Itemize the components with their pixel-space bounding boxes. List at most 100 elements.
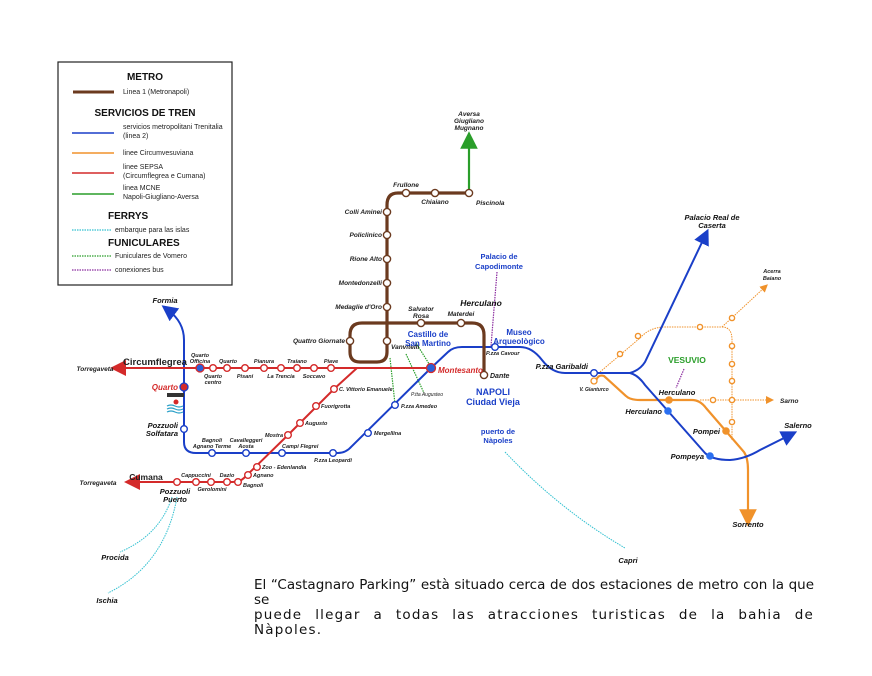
beach-icon bbox=[166, 393, 184, 414]
label-dazio: Dazio bbox=[220, 473, 235, 479]
label-colli-aminei: Colli Aminei bbox=[345, 209, 383, 216]
legend-funicular-item: Funiculares de Vomero bbox=[115, 253, 187, 260]
legend-bus-item: conexiones bus bbox=[115, 267, 164, 274]
label-fuorigrotta: Fuorigrotta bbox=[321, 404, 350, 410]
sepsa-stations bbox=[172, 364, 339, 487]
trenitalia-formia-branch bbox=[161, 305, 185, 395]
label-palacio-real-caserta: Palacio Real de bbox=[684, 213, 739, 222]
label-pozzuoli-solfatara-2: Solfatara bbox=[146, 429, 178, 438]
connections bbox=[389, 271, 685, 405]
quarto-officina-station bbox=[195, 363, 205, 373]
label-acerra: Acerra bbox=[762, 269, 780, 275]
label-pozzuoli-puerto: Pozzuoli bbox=[160, 487, 191, 496]
label-torregaveta-circumflegrea: Torregaveta bbox=[77, 366, 114, 373]
label-salvator-rosa-2: Rosa bbox=[413, 313, 429, 320]
legend-sepsa: linee SEPSA bbox=[123, 164, 163, 171]
herculano-cv-station bbox=[665, 396, 673, 404]
label-ischia: Ischia bbox=[96, 596, 117, 605]
label-quarto-centro: Quarto bbox=[204, 374, 223, 380]
label-quarto: Quarto bbox=[219, 359, 238, 365]
label-piscinola: Piscinola bbox=[476, 200, 505, 207]
label-vesuvio: VESUVIO bbox=[668, 355, 706, 365]
label-v-gianturco: V. Gianturco bbox=[579, 387, 608, 393]
label-augusto: Augusto bbox=[304, 421, 328, 427]
place-labels: Aversa Giugliano Mugnano Formia Torregav… bbox=[77, 111, 813, 605]
trenitalia-salerno-branch bbox=[629, 372, 798, 462]
station-labels: Piscinola Chiaiano Frullone Colli Aminei… bbox=[146, 182, 721, 504]
legend-tren-title: SERVICIOS DE TREN bbox=[95, 108, 196, 119]
label-campi-flegrei: Campi Flegrei bbox=[282, 444, 319, 450]
label-aversa: Aversa bbox=[457, 111, 480, 118]
label-la-trencia: La Trencia bbox=[267, 374, 294, 380]
label-cavalleggeri: Cavalleggeri bbox=[230, 438, 263, 444]
label-quarto-centro-2: centro bbox=[205, 380, 222, 386]
label-medaglie-doro: Medaglie d'Oro bbox=[335, 304, 382, 311]
label-piave: Piave bbox=[324, 359, 338, 365]
legend-mcne-sub: Napoli-Giugliano-Aversa bbox=[123, 194, 199, 201]
circumvesuviana-minor-stations bbox=[616, 314, 736, 426]
label-napoli: NAPOLI bbox=[476, 387, 510, 397]
metro-stations bbox=[345, 188, 489, 380]
legend-trenitalia: servicios metropolitani Trenitalia bbox=[123, 124, 223, 131]
label-pzza-cavour: P.zza Cavour bbox=[486, 351, 520, 357]
label-baiano: Baiano bbox=[763, 276, 782, 282]
label-pisani: Pisani bbox=[237, 374, 254, 380]
v-gianturco-station bbox=[590, 377, 598, 385]
metro-line-1 bbox=[348, 191, 486, 375]
label-capri: Capri bbox=[618, 556, 638, 565]
label-ptta-augusteo: P.tta Augusteo bbox=[411, 392, 443, 398]
label-pzza-garibaldi: P.zza Garibaldi bbox=[536, 362, 589, 371]
label-herculano-bus: Herculano bbox=[460, 298, 502, 308]
label-palacio-capodimonte: Palacio de bbox=[480, 252, 517, 261]
label-mostra: Mostra bbox=[265, 433, 283, 439]
label-pzza-leopardi: P.zza Leopardi bbox=[314, 458, 352, 464]
label-herculano-cv: Herculano bbox=[659, 388, 696, 397]
ferry-routes bbox=[107, 451, 626, 594]
legend-funicular-title: FUNICULARES bbox=[108, 238, 180, 249]
label-montesanto: Montesanto bbox=[438, 366, 483, 375]
legend-circumvesuviana: linee Circumvesuviana bbox=[123, 150, 194, 157]
label-castillo-san-martino-2: San Martino bbox=[405, 339, 451, 348]
label-puerto-napoles-2: Nàpoles bbox=[483, 436, 512, 445]
trenitalia-line bbox=[183, 346, 630, 454]
label-agnano: Agnano bbox=[252, 473, 274, 479]
legend-ferry-item: embarque para las islas bbox=[115, 227, 190, 234]
label-quarto-interchange: Quarto bbox=[152, 383, 178, 392]
legend-metro-line1: Linea 1 (Metronapoli) bbox=[123, 89, 189, 96]
label-soccavo: Soccavo bbox=[303, 374, 326, 380]
label-puerto-napoles: puerto de bbox=[481, 427, 515, 436]
label-rione-alto: Rione Alto bbox=[350, 256, 382, 263]
label-salvator-rosa: Salvator bbox=[408, 306, 434, 313]
trenitalia-stations bbox=[179, 343, 599, 458]
label-vanvitelli: Vanvitelli bbox=[391, 344, 419, 351]
label-giugliano: Giugliano bbox=[454, 118, 484, 125]
legend-sepsa-sub: (Circumflegrea e Cumana) bbox=[123, 173, 205, 180]
label-zoo-edenlandia: Zoo - Edenlandia bbox=[261, 465, 306, 471]
label-mergellina: Mergellina bbox=[374, 431, 401, 437]
herculano-fs-station bbox=[664, 407, 672, 415]
legend-mcne: linea MCNE bbox=[123, 185, 161, 192]
legend: METRO Linea 1 (Metronapoli) SERVICIOS DE… bbox=[57, 61, 233, 286]
label-pozzuoli-puerto-2: Puerto bbox=[163, 495, 187, 504]
label-quarto-officina: Quarto bbox=[191, 353, 210, 359]
label-palacio-capodimonte-2: Capodimonte bbox=[475, 262, 523, 271]
label-bagnoli-agnano-2: Agnano Terme bbox=[192, 444, 231, 450]
label-caserta: Caserta bbox=[698, 221, 726, 230]
label-traiano: Traiano bbox=[287, 359, 307, 365]
label-montedonzelli: Montedonzelli bbox=[339, 280, 383, 287]
label-sorrento: Sorrento bbox=[732, 520, 764, 529]
label-chiaiano: Chiaiano bbox=[421, 199, 448, 206]
label-ciudad-vieja: Ciudad Vieja bbox=[466, 397, 521, 407]
montesanto-interchange bbox=[425, 362, 437, 374]
label-cavalleggeri-2: Aosta bbox=[237, 444, 253, 450]
label-bagnoli-agnano: Bagnoli bbox=[202, 438, 223, 444]
label-pompeya: Pompeya bbox=[671, 452, 704, 461]
label-materdei: Materdei bbox=[448, 311, 475, 318]
label-dante: Dante bbox=[490, 373, 510, 380]
label-torregaveta-cumana: Torregaveta bbox=[80, 480, 117, 487]
label-mugnano: Mugnano bbox=[455, 125, 484, 132]
label-frullone: Frullone bbox=[393, 182, 419, 189]
label-pzza-amedeo: P.zza Amedeo bbox=[401, 404, 438, 410]
label-policlinico: Policlinico bbox=[349, 232, 382, 239]
